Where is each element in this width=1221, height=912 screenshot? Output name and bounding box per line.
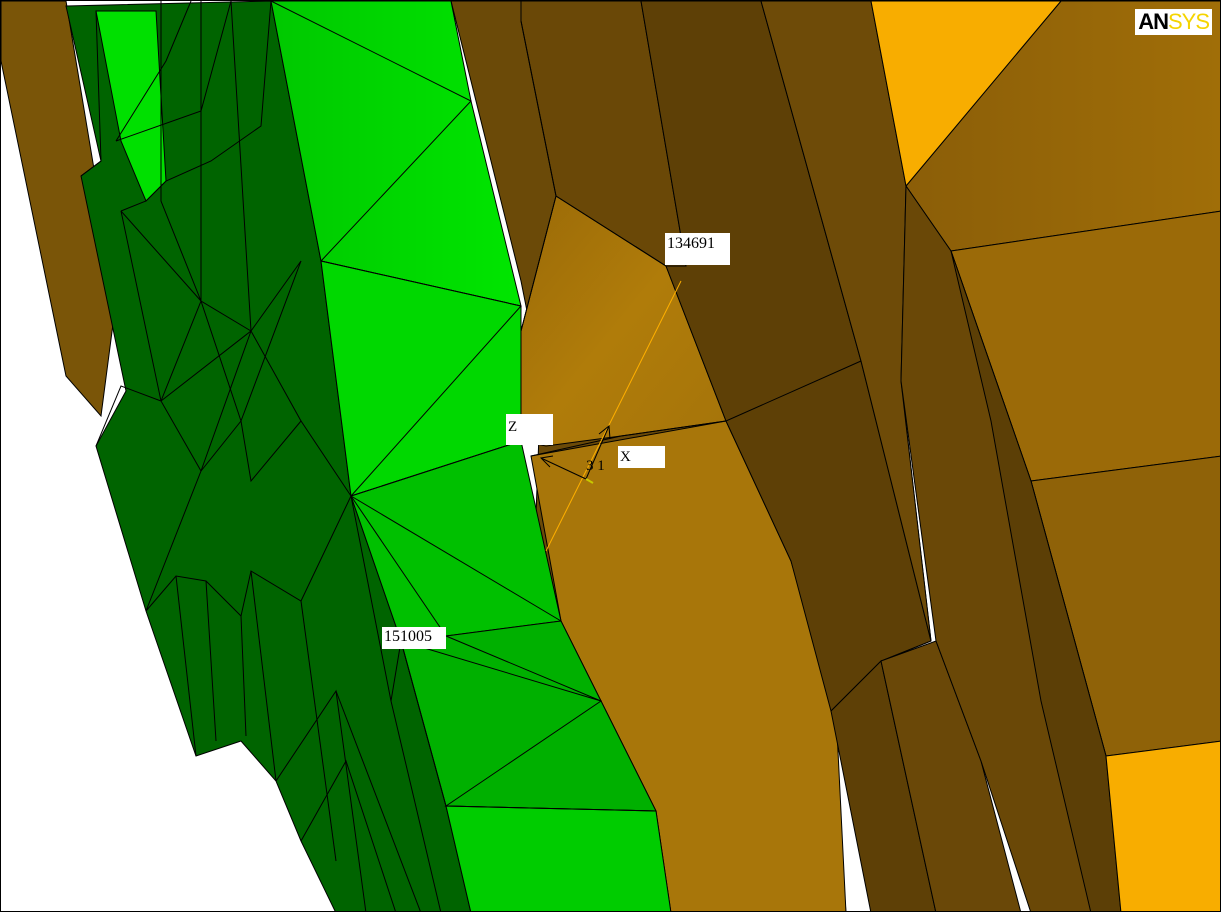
triad-y-axis [585,425,610,480]
brown-lower-strip-a [830,659,937,911]
orange-top [870,1,1062,188]
brown-lower-strip-b [880,640,1021,911]
triad-x-arrowhead [539,455,554,468]
left-brown-strip [1,1,117,418]
ansys-logo: ANSYS [1135,9,1212,35]
triad-z-label: Z [506,414,553,445]
triad-z-tick [585,478,594,484]
green-mesh [65,1,672,911]
mesh-edges [80,1,862,911]
green-bottom [445,805,672,911]
triad-id-label: 3 1 [586,458,605,474]
node-label-bottom: 151005 [382,627,446,649]
bright-green-top [270,1,522,307]
triad-line [545,280,682,552]
triad-x-axis [540,457,587,480]
orange-bottom [1105,740,1220,911]
triad-x-label: X [618,446,665,468]
triad-y-arrowhead [598,425,611,440]
triad [539,280,682,552]
node-label-top: 134691 [665,233,730,265]
right-brown-strip-inner [950,250,1122,911]
